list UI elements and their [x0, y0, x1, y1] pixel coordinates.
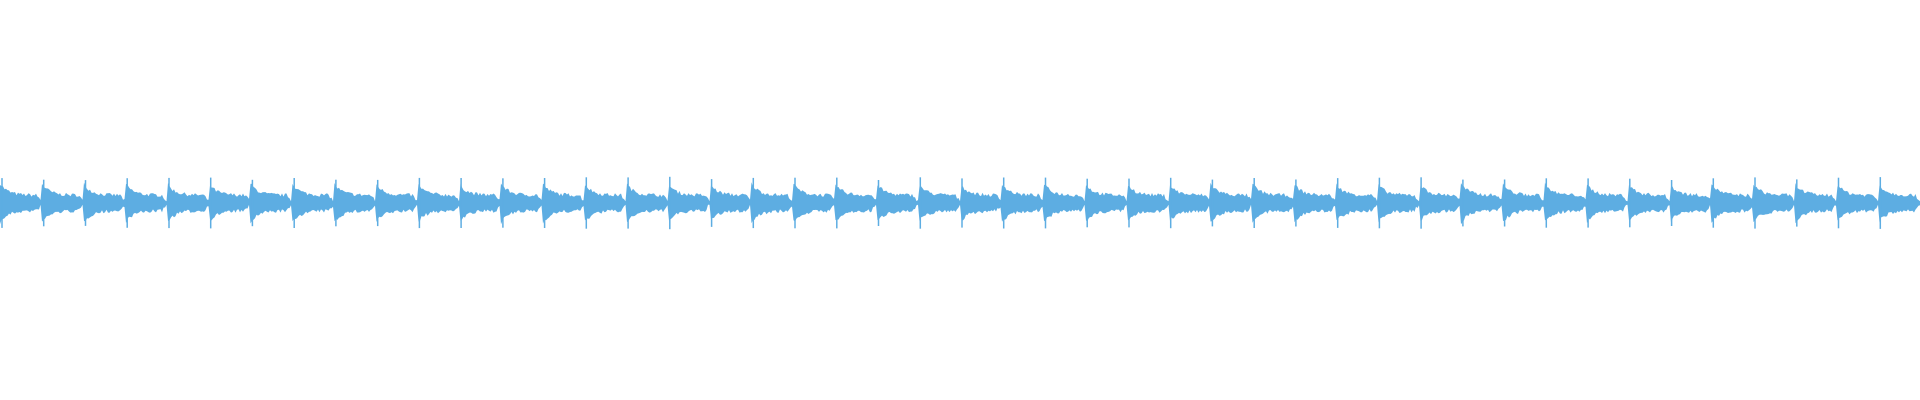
waveform-envelope — [0, 182, 1920, 225]
